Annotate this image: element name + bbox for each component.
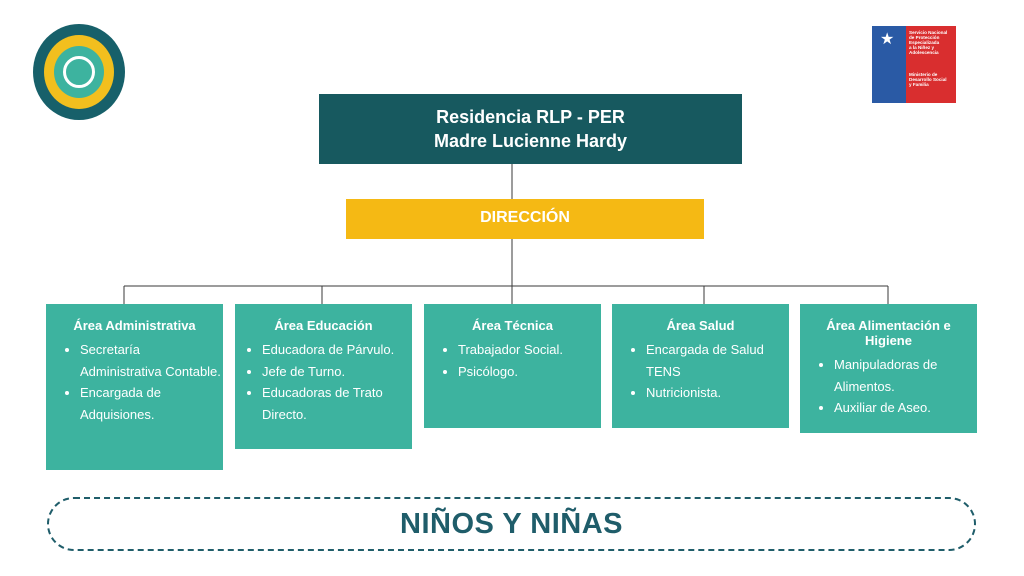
gov-logo-service-text: Servicio Nacional de Protección Especial…: [909, 30, 948, 55]
gov-logo-blue: [872, 26, 906, 103]
area-title: Área Alimentación e Higiene: [826, 318, 951, 348]
area-alimentacion-higiene: Área Alimentación e Higiene Manipuladora…: [800, 304, 977, 433]
area-tecnica: Área Técnica Trabajador Social. Psicólog…: [424, 304, 601, 428]
residence-logo: [33, 24, 125, 120]
residence-title-box: Residencia RLP - PER Madre Lucienne Hard…: [319, 94, 742, 164]
area-items: Manipuladoras de Alimentos. Auxiliar de …: [800, 354, 977, 419]
area-title: Área Técnica: [472, 318, 553, 333]
area-items: Trabajador Social. Psicólogo.: [424, 339, 601, 382]
area-title: Área Educación: [274, 318, 373, 333]
area-item: Auxiliar de Aseo.: [834, 397, 977, 419]
area-title: Área Administrativa: [73, 318, 196, 333]
area-item: Manipuladoras de Alimentos.: [834, 354, 977, 397]
area-item: Jefe de Turno.: [262, 361, 412, 383]
ninos-y-ninas-banner: NIÑOS Y NIÑAS: [47, 497, 976, 551]
area-title: Área Salud: [666, 318, 735, 333]
title-line-2: Madre Lucienne Hardy: [433, 131, 628, 151]
area-item: Educadora de Párvulo.: [262, 339, 412, 361]
government-logo: ★ Servicio Nacional de Protección Especi…: [872, 26, 956, 103]
area-item: Secretaría Administrativa Contable.: [80, 339, 223, 382]
gov-logo-bar-red: [906, 98, 956, 103]
area-educacion: Área Educación Educadora de Párvulo. Jef…: [235, 304, 412, 449]
area-items: Encargada de Salud TENS Nutricionista.: [612, 339, 789, 404]
area-item: Encargada de Salud TENS: [646, 339, 789, 382]
area-item: Trabajador Social.: [458, 339, 601, 361]
area-item: Nutricionista.: [646, 382, 789, 404]
area-item: Psicólogo.: [458, 361, 601, 383]
gov-logo-red: [906, 26, 956, 103]
area-item: Educadoras de Trato Directo.: [262, 382, 412, 425]
gov-logo-ministry-text: Ministerio de Desarrollo Social y Famili…: [909, 72, 947, 87]
area-items: Educadora de Párvulo. Jefe de Turno. Edu…: [235, 339, 412, 425]
logo-face-icon: [63, 56, 95, 88]
banner-label: NIÑOS Y NIÑAS: [400, 508, 623, 540]
area-administrativa: Área Administrativa Secretaría Administr…: [46, 304, 223, 470]
coat-of-arms-icon: ★: [880, 31, 895, 48]
area-item: Encargada de Adquisiones.: [80, 382, 223, 425]
area-salud: Área Salud Encargada de Salud TENS Nutri…: [612, 304, 789, 428]
title-line-1: Residencia RLP - PER: [436, 107, 625, 127]
direccion-box: DIRECCIÓN: [346, 199, 704, 239]
area-items: Secretaría Administrativa Contable. Enca…: [46, 339, 223, 425]
